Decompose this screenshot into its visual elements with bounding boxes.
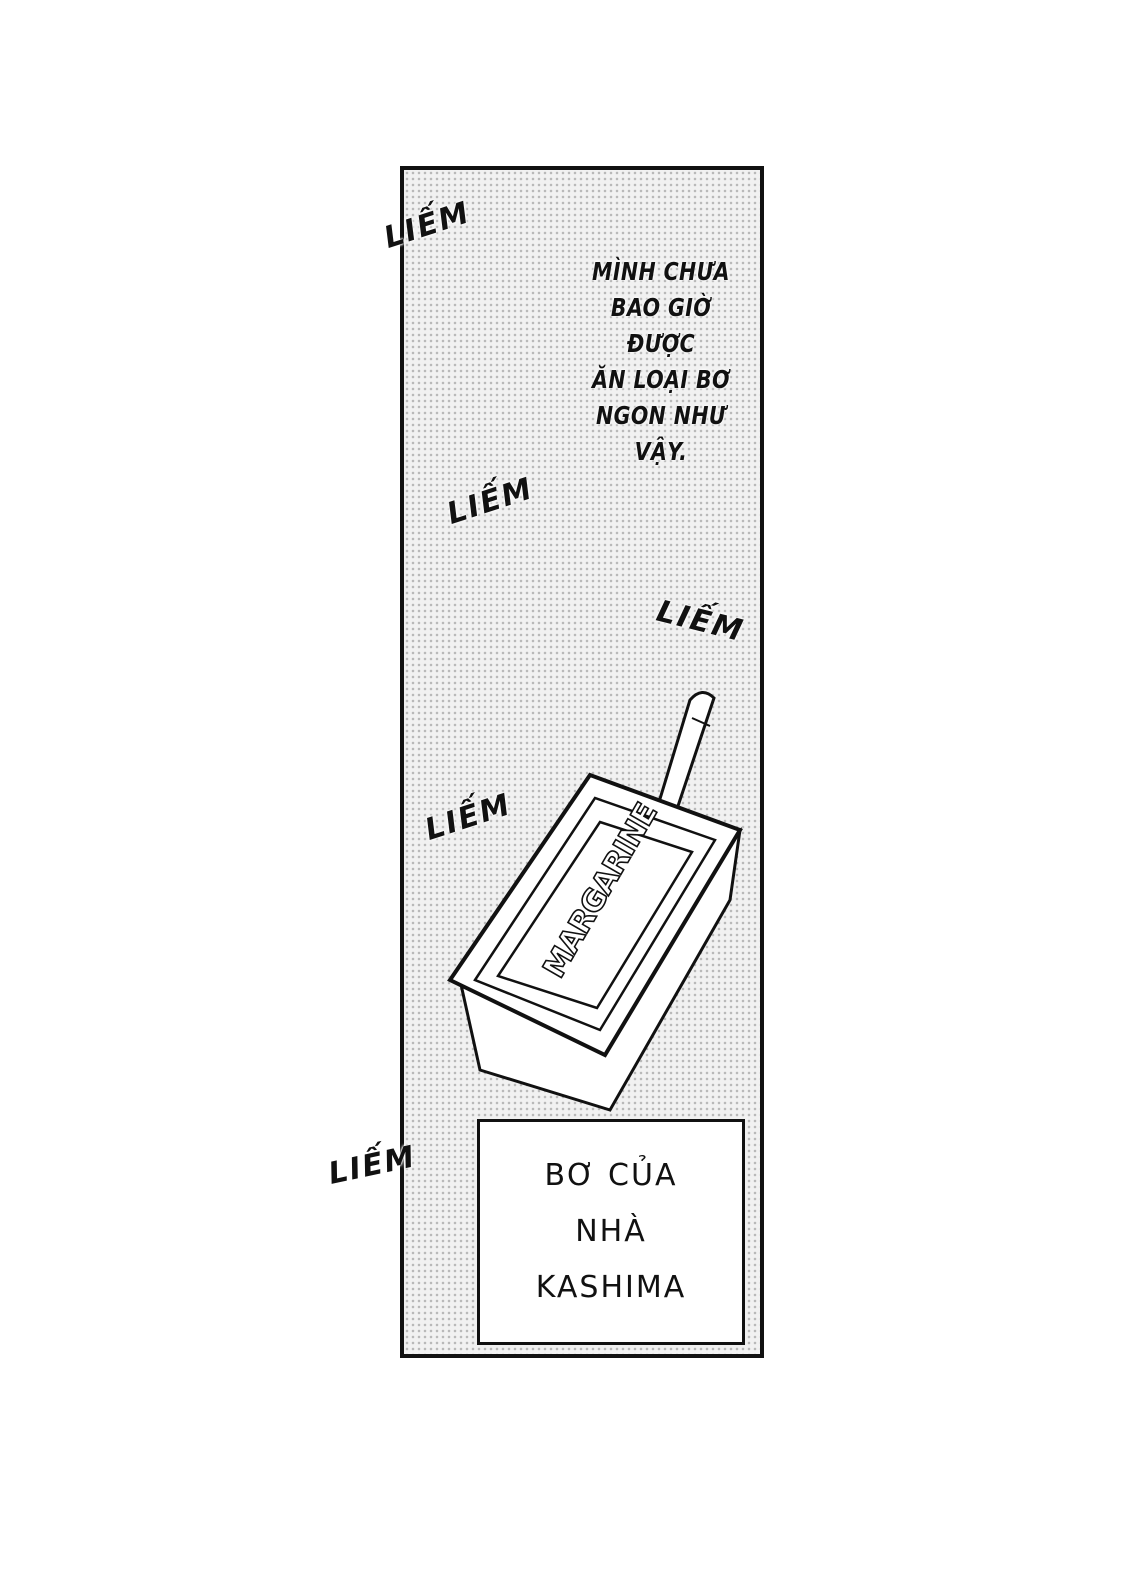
manga-panel (400, 166, 764, 1358)
caption-box: BƠ CỦA NHÀ KASHIMA (477, 1119, 745, 1345)
monologue-line: BAO GIỜ ĐƯỢC (610, 293, 712, 358)
inner-monologue-text: MÌNH CHƯA BAO GIỜ ĐƯỢC ĂN LOẠI BƠ NGON N… (583, 254, 739, 470)
caption-line: KASHIMA (535, 1270, 687, 1305)
monologue-line: ĂN LOẠI BƠ (592, 365, 730, 394)
monologue-line: VẬY. (634, 437, 688, 466)
caption-line: NHÀ (575, 1214, 647, 1249)
caption-line: BƠ CỦA (544, 1158, 678, 1193)
margarine-tub-illustration: MARGARINE (447, 691, 743, 1112)
monologue-line: MÌNH CHƯA (592, 257, 730, 286)
monologue-line: NGON NHƯ (596, 401, 726, 430)
